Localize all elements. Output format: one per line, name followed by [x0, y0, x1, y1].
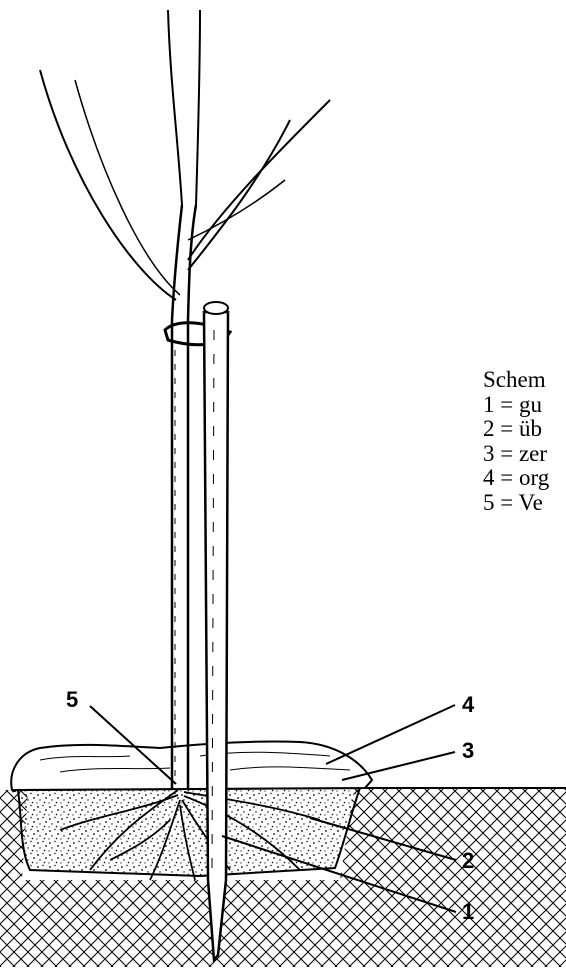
callout-label-5: 5 — [66, 689, 78, 711]
support-stake — [204, 302, 228, 960]
legend-title: Schem — [483, 368, 566, 393]
legend-item-5: 5 = Ve — [483, 491, 566, 516]
legend-item-3: 3 = zer — [483, 442, 566, 467]
planting-pit — [18, 788, 360, 876]
callout-label-1: 1 — [462, 901, 474, 923]
legend-item-2: 2 = üb — [483, 417, 566, 442]
callout-label-3: 3 — [462, 740, 474, 762]
mulch-mound — [11, 741, 372, 790]
legend-item-1: 1 = gu — [483, 393, 566, 418]
legend-item-4: 4 = org — [483, 466, 566, 491]
callout-label-4: 4 — [462, 694, 474, 716]
legend: Schem 1 = gu 2 = üb 3 = zer 4 = org 5 = … — [483, 368, 566, 515]
tree — [40, 10, 330, 790]
callout-label-2: 2 — [462, 850, 474, 872]
